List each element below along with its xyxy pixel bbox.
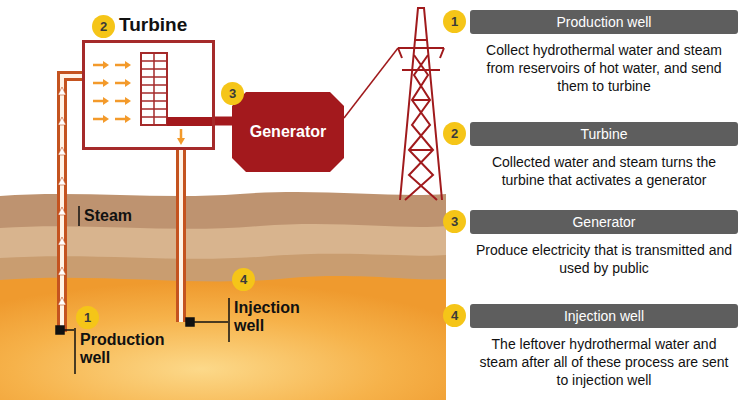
well-label: Production well — [80, 331, 180, 368]
callout-number: 3 — [443, 210, 466, 233]
production-pipe — [58, 76, 84, 332]
part-name: Generator — [250, 123, 326, 141]
callout-number: 3 — [221, 82, 244, 105]
info-item: GeneratorProduce electricity that is tra… — [470, 210, 738, 278]
well-label: Injection well — [234, 299, 324, 336]
part-heading: Turbine — [119, 14, 187, 36]
callout-number: 1 — [76, 306, 99, 329]
info-item: TurbineCollected water and steam turns t… — [470, 122, 738, 190]
item-description: Collected water and steam turns the turb… — [470, 154, 738, 190]
callout-number: 4 — [443, 304, 466, 327]
item-heading: Generator — [470, 210, 738, 234]
item-heading: Turbine — [470, 122, 738, 146]
callout-number: 4 — [232, 268, 255, 291]
turbine-blades — [85, 43, 212, 147]
injection-pipe — [181, 148, 182, 322]
item-description: The leftover hydrothermal water and stea… — [470, 336, 738, 389]
callout-number: 2 — [92, 15, 115, 38]
power-pylon — [344, 8, 444, 200]
callout-number: 1 — [443, 10, 466, 33]
item-heading: Production well — [470, 10, 738, 34]
layer-label: Steam — [84, 207, 132, 225]
generator-box: Generator — [232, 92, 344, 172]
item-description: Collect hydrothermal water and steam fro… — [470, 42, 738, 95]
item-heading: Injection well — [470, 304, 738, 328]
drive-shaft — [215, 117, 232, 126]
turbine-box: Turbine — [82, 40, 215, 150]
info-item: Production wellCollect hydrothermal wate… — [470, 10, 738, 95]
callout-number: 2 — [443, 122, 466, 145]
well-markers — [56, 206, 229, 374]
info-item: Injection wellThe leftover hydrothermal … — [470, 304, 738, 389]
item-description: Produce electricity that is transmitted … — [470, 242, 738, 278]
